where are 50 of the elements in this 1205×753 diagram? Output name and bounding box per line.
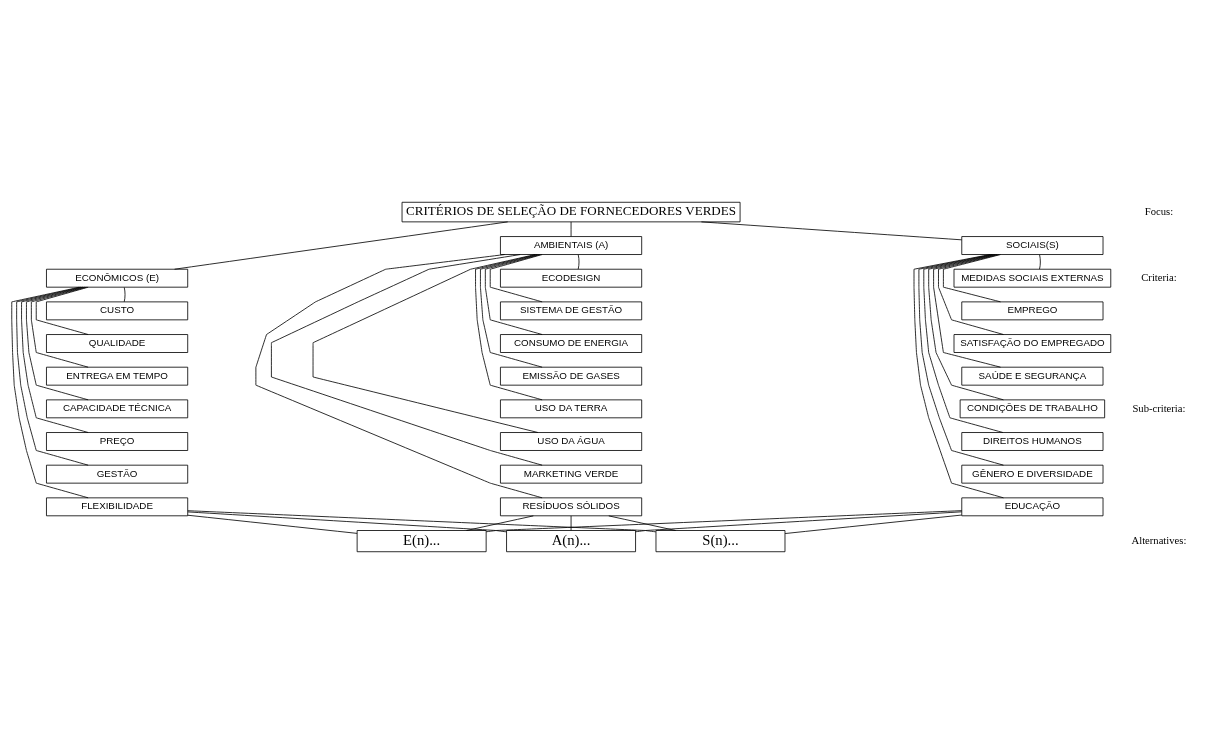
node-box: SAÚDE E SEGURANÇA: [961, 366, 1104, 386]
label: Sub-criteria:: [1132, 402, 1186, 414]
node-box: QUALIDADE: [46, 333, 189, 353]
label: Criteria:: [1141, 271, 1177, 283]
label: Alternatives:: [1131, 534, 1187, 546]
node-box: ECONÔMICOS (E): [46, 268, 189, 288]
node-box: EMISSÃO DE GASES: [500, 366, 643, 386]
connector: [1039, 253, 1041, 270]
node-box: CUSTO: [46, 300, 189, 320]
node-box: EMPREGO: [961, 300, 1104, 320]
connector: [123, 286, 126, 302]
node-box: CONSUMO DE ENERGIA: [500, 333, 643, 353]
connector: [485, 509, 963, 532]
connector: [635, 510, 963, 532]
node-box: E(n)...: [356, 529, 487, 552]
node-box: AMBIENTAIS (A): [500, 235, 643, 255]
node-box: GÊNERO E DIVERSIDADE: [961, 464, 1104, 484]
connector: [187, 514, 358, 534]
connector: [255, 253, 543, 498]
node-box: USO DA ÁGUA: [500, 431, 643, 451]
node-box: A(n)...: [506, 529, 636, 552]
node-box: MARKETING VERDE: [500, 464, 643, 484]
node-box: DIREITOS HUMANOS: [961, 431, 1104, 451]
label: Focus:: [1144, 205, 1174, 217]
node-box: S(n)...: [655, 529, 786, 552]
node-box: EDUCAÇÃO: [961, 496, 1104, 516]
node-box: ENTREGA EM TEMPO: [46, 366, 189, 386]
node-box: USO DA TERRA: [500, 398, 643, 418]
connector: [466, 514, 534, 531]
connector: [577, 253, 580, 270]
node-box: SATISFAÇÃO DO EMPREGADO: [953, 333, 1112, 353]
node-box: CRITÉRIOS DE SELEÇÃO DE FORNECEDORES VERDES: [401, 201, 741, 222]
connector: [608, 514, 676, 531]
node-box: RESÍDUOS SÓLIDOS: [500, 496, 643, 516]
node-box: PREÇO: [46, 431, 189, 451]
node-box: CAPACIDADE TÉCNICA: [46, 398, 189, 418]
connector: [570, 221, 572, 237]
node-box: ECODESIGN: [500, 268, 643, 288]
node-box: FLEXIBILIDADE: [46, 496, 189, 516]
node-box: CONDIÇÕES DE TRABALHO: [959, 398, 1106, 418]
connector: [187, 511, 507, 532]
connector: [187, 509, 657, 532]
connector: [701, 220, 963, 240]
connector: [174, 221, 509, 270]
node-box: SISTEMA DE GESTÃO: [500, 300, 643, 320]
node-box: SOCIAIS(S): [961, 235, 1104, 255]
node-box: MEDIDAS SOCIAIS EXTERNAS: [953, 268, 1112, 288]
connector: [570, 514, 572, 531]
node-box: GESTÃO: [46, 464, 189, 484]
connector: [784, 514, 963, 534]
